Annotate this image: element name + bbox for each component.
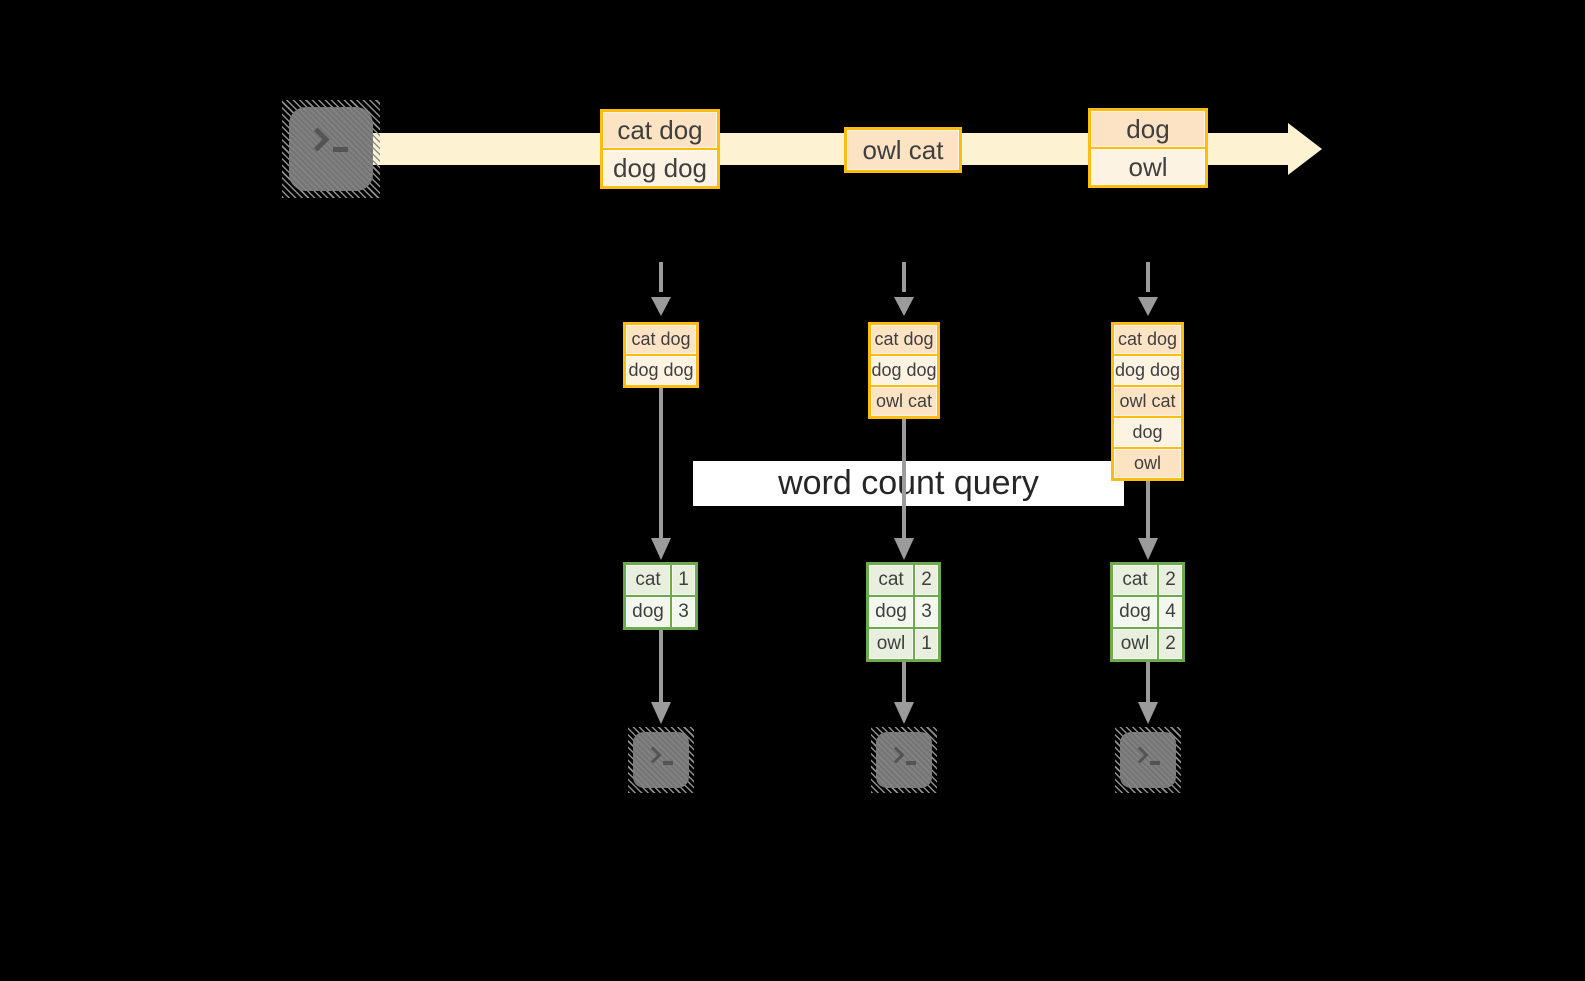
word-count-table: cat 2 dog 3 owl 1 [866, 562, 941, 662]
stack-row: owl cat [871, 387, 937, 416]
count-cell: 4 [1159, 597, 1182, 627]
count-cell: 3 [915, 597, 938, 627]
terminal-body [1120, 732, 1176, 788]
sink-terminal-icon [871, 727, 937, 793]
word-cell: cat [1113, 565, 1157, 595]
count-cell: 2 [915, 565, 938, 595]
stack-row: dog dog [871, 356, 937, 385]
count-cell: 1 [672, 565, 695, 595]
terminal-prompt-chevron-icon [305, 127, 330, 152]
stream-arrowhead-icon [1288, 123, 1322, 175]
terminal-prompt-chevron-icon [887, 746, 905, 764]
batch-line: dog [1091, 111, 1205, 147]
terminal-prompt-chevron-icon [644, 746, 662, 764]
count-cell: 2 [1159, 565, 1182, 595]
word-cell: dog [869, 597, 913, 627]
batch-line: dog dog [603, 150, 717, 186]
word-count-table: cat 2 dog 4 owl 2 [1110, 562, 1185, 662]
stack-row: owl cat [1114, 387, 1181, 416]
terminal-prompt-chevron-icon [1131, 746, 1149, 764]
terminal-prompt-underscore-icon [906, 761, 916, 765]
stream-batch-box: cat dog dog dog [600, 109, 720, 189]
down-arrow-icon [894, 419, 914, 560]
down-arrow-dashed-icon [1138, 262, 1158, 316]
sink-terminal-icon [628, 727, 694, 793]
count-cell: 1 [915, 629, 938, 659]
word-cell: owl [1113, 629, 1157, 659]
word-cell: dog [626, 597, 670, 627]
count-cell: 3 [672, 597, 695, 627]
word-count-table: cat 1 dog 3 [623, 562, 698, 630]
terminal-body [633, 732, 689, 788]
down-arrow-dashed-icon [894, 262, 914, 316]
batch-line: owl [1091, 149, 1205, 185]
input-table-stack: cat dog dog dog [623, 322, 699, 388]
stack-row: dog [1114, 418, 1181, 447]
terminal-prompt-underscore-icon [663, 761, 673, 765]
stream-batch-box: dog owl [1088, 108, 1208, 188]
stack-row: dog dog [1114, 356, 1181, 385]
batch-line: owl cat [847, 130, 959, 170]
stack-row: cat dog [626, 325, 696, 354]
terminal-prompt-underscore-icon [1150, 761, 1160, 765]
word-cell: cat [869, 565, 913, 595]
source-terminal-icon [282, 100, 380, 198]
stack-row: owl [1114, 449, 1181, 478]
count-cell: 2 [1159, 629, 1182, 659]
terminal-body [876, 732, 932, 788]
stream-batch-box: owl cat [844, 127, 962, 173]
word-cell: dog [1113, 597, 1157, 627]
down-arrow-icon [1138, 662, 1158, 724]
down-arrow-icon [1138, 481, 1158, 560]
terminal-prompt-underscore-icon [333, 147, 348, 152]
sink-terminal-icon [1115, 727, 1181, 793]
terminal-body [289, 107, 373, 191]
down-arrow-icon [894, 662, 914, 724]
word-cell: cat [626, 565, 670, 595]
stack-row: cat dog [871, 325, 937, 354]
stack-row: cat dog [1114, 325, 1181, 354]
down-arrow-icon [651, 388, 671, 560]
down-arrow-dashed-icon [651, 262, 671, 316]
word-cell: owl [869, 629, 913, 659]
input-table-stack: cat dog dog dog owl cat dog owl [1111, 322, 1184, 481]
down-arrow-icon [651, 630, 671, 724]
word-count-query-label: word count query [693, 461, 1124, 506]
batch-line: cat dog [603, 112, 717, 148]
stack-row: dog dog [626, 356, 696, 385]
input-table-stack: cat dog dog dog owl cat [868, 322, 940, 419]
